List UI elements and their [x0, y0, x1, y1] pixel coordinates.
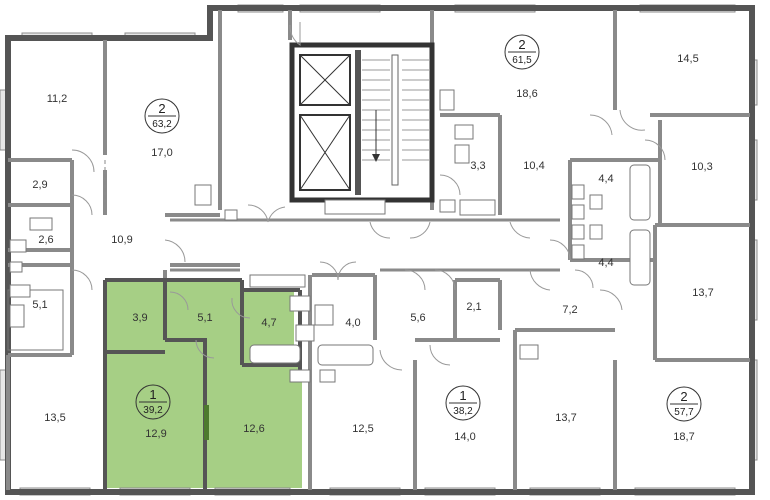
room-area-13-7-right: 13,7 [692, 287, 713, 299]
apartment-room-count: 2 [158, 101, 165, 116]
stair-core [289, 42, 435, 203]
room-area-5-6: 5,6 [410, 312, 425, 324]
room-area-4-7: 4,7 [261, 317, 276, 329]
room-area-12-5: 12,5 [352, 423, 373, 435]
apartment-badge-38-2[interactable]: 138,2 [445, 385, 481, 421]
room-area-2-1: 2,1 [466, 301, 481, 313]
apartment-total-area: 39,2 [143, 405, 163, 416]
room-area-13-5: 13,5 [44, 412, 65, 424]
highlight-accent [204, 405, 209, 440]
room-area-12-9: 12,9 [145, 428, 166, 440]
apartment-total-area: 38,2 [453, 406, 473, 417]
room-area-4-0: 4,0 [345, 317, 360, 329]
highlighted-apartment[interactable] [107, 280, 302, 488]
apartment-badge-39-2[interactable]: 139,2 [135, 384, 171, 420]
bath-fixtures [7, 89, 651, 383]
room-area-3-9: 3,9 [132, 312, 147, 324]
room-area-4-4-bottom: 4,4 [598, 257, 613, 269]
apartment-circle [135, 384, 171, 420]
room-area-10-9: 10,9 [111, 234, 132, 246]
apartment-room-count: 2 [680, 389, 687, 404]
room-area-2-6: 2,6 [38, 234, 53, 246]
room-area-4-4-top: 4,4 [598, 173, 613, 185]
apartment-room-count: 1 [459, 388, 466, 403]
apartment-total-area: 57,7 [674, 407, 694, 418]
apartment-total-area: 63,2 [152, 119, 172, 130]
corridor-walls [170, 218, 560, 272]
room-area-13-7-bottom: 13,7 [555, 412, 576, 424]
doors [71, 22, 666, 371]
room-area-14-0: 14,0 [454, 431, 475, 443]
room-area-10-3: 10,3 [691, 161, 712, 173]
apartment-badge-57-7[interactable]: 257,7 [666, 386, 702, 422]
room-area-10-4: 10,4 [523, 160, 544, 172]
room-area-18-6: 18,6 [516, 88, 537, 100]
room-area-12-6: 12,6 [243, 423, 264, 435]
apartment-circle [666, 386, 702, 422]
room-area-5-1-left: 5,1 [32, 299, 47, 311]
room-area-11-2: 11,2 [47, 93, 68, 105]
room-area-2-9: 2,9 [32, 179, 47, 191]
room-area-7-2: 7,2 [562, 304, 577, 316]
room-area-17-0: 17,0 [151, 147, 172, 159]
apartment-room-count: 1 [149, 387, 156, 402]
room-area-3-3: 3,3 [470, 160, 485, 172]
apartment-circle [504, 34, 540, 70]
apartment-badge-61-5[interactable]: 261,5 [504, 34, 540, 70]
room-area-5-1-center: 5,1 [197, 312, 212, 324]
apartment-room-count: 2 [518, 37, 525, 52]
outer-walls [5, 5, 755, 495]
apartment-total-area: 61,5 [512, 55, 532, 66]
apartment-badge-63-2[interactable]: 263,2 [144, 98, 180, 134]
apartment-circle [144, 98, 180, 134]
apartment-circle [445, 385, 481, 421]
room-area-14-5: 14,5 [677, 53, 698, 65]
room-area-18-7: 18,7 [673, 431, 694, 443]
